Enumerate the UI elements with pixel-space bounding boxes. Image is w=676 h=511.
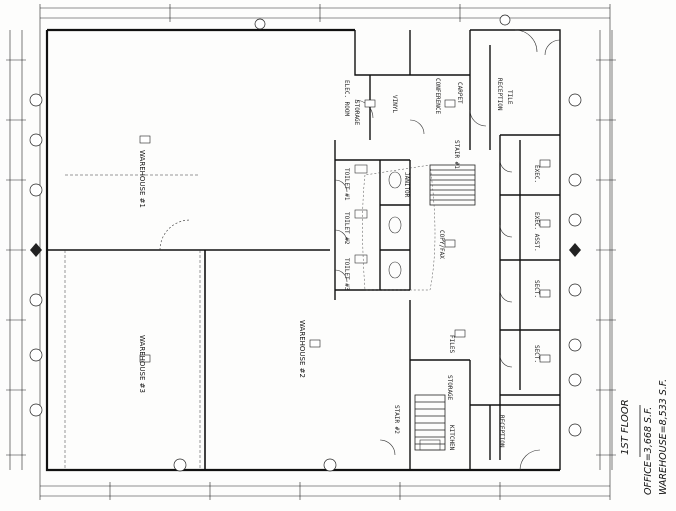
room-label-kitchen: KITCHEN bbox=[448, 425, 455, 451]
warehouse-area-note: WAREHOUSE=8,533 S.F. bbox=[658, 379, 669, 495]
exterior-markers bbox=[29, 14, 582, 472]
room-label-copy-fax: COPY/FAX bbox=[438, 230, 445, 259]
overhead-door-lines bbox=[64, 174, 201, 470]
plumbing-fixtures bbox=[354, 164, 441, 451]
room-label-carpet: CARPET bbox=[456, 82, 463, 104]
room-label-conference: CONFERENCE bbox=[434, 78, 441, 115]
office-walls bbox=[334, 29, 561, 470]
room-label-warehouse-3: WAREHOUSE #3 bbox=[138, 335, 146, 393]
ceiling-soffit-outline bbox=[362, 164, 436, 291]
room-label-stair-1: STAIR #1 bbox=[453, 140, 460, 169]
door-swings bbox=[159, 29, 561, 471]
room-label-reception-bottom: RECEPTION bbox=[498, 415, 505, 448]
room-label-warehouse-2: WAREHOUSE #2 bbox=[298, 320, 306, 378]
exterior-marker-pointers bbox=[30, 243, 581, 257]
room-label-vinyl: VINYL bbox=[391, 95, 398, 113]
room-label-exec-asst: EXEC. ASST. bbox=[533, 212, 540, 252]
room-label-janitor: JANITOR bbox=[403, 172, 410, 198]
room-label-reception-top: RECEPTION bbox=[496, 78, 503, 111]
room-label-toilet-3: TOILET #3 bbox=[343, 258, 350, 291]
room-label-exec-1: EXEC. bbox=[533, 165, 540, 183]
room-tags bbox=[139, 99, 551, 363]
room-label-elec-room: ELEC. ROOM bbox=[343, 80, 350, 117]
room-label-storage-lower: STORAGE bbox=[446, 375, 453, 401]
warehouse-demising-walls bbox=[47, 249, 330, 470]
room-label-storage: STORAGE bbox=[353, 100, 360, 126]
room-label-sect-2: SECT. bbox=[533, 345, 540, 363]
room-label-stair-2: STAIR #2 bbox=[393, 405, 400, 434]
stairs bbox=[414, 164, 476, 451]
sheet-title: 1ST FLOOR bbox=[620, 399, 631, 455]
room-label-tile: TILE bbox=[506, 90, 513, 105]
room-label-files: FILES bbox=[448, 335, 455, 353]
dimension-lines bbox=[6, 4, 616, 500]
room-label-toilet-1: TOILET #1 bbox=[343, 168, 350, 201]
room-label-warehouse-1: WAREHOUSE #1 bbox=[138, 150, 146, 208]
room-label-toilet-2: TOILET #2 bbox=[343, 212, 350, 245]
room-label-sect-1: SECT. bbox=[533, 280, 540, 298]
office-area-note: OFFICE=3,668 S.F. bbox=[643, 407, 654, 495]
